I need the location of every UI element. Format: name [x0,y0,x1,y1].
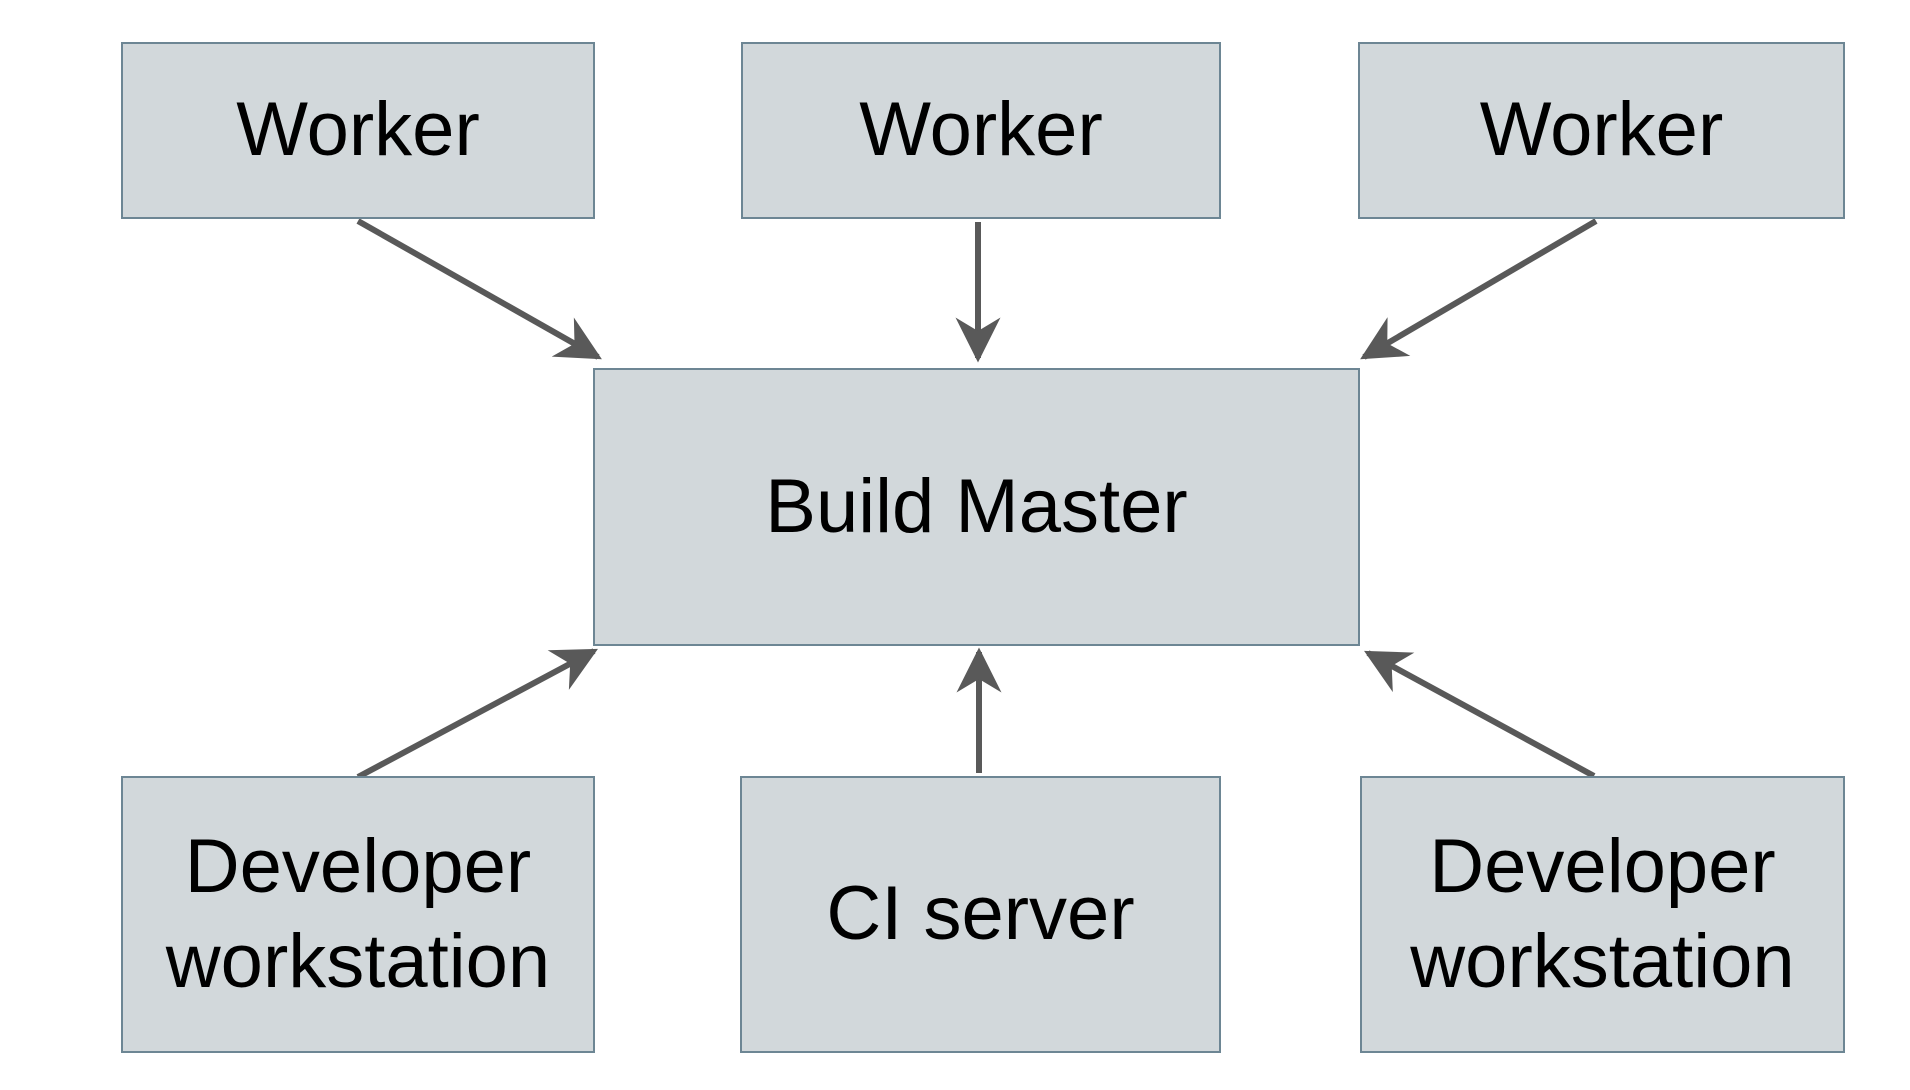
node-worker-2: Worker [741,42,1221,219]
node-worker-1: Worker [121,42,595,219]
node-worker-3: Worker [1358,42,1845,219]
arrow-dev-left-to-build-master [356,648,598,780]
node-developer-workstation-left: Developer workstation [121,776,595,1053]
arrow-dev-right-to-build-master [1364,650,1596,779]
node-build-master-label: Build Master [765,463,1188,549]
arrow-worker3-to-build-master [1360,218,1598,360]
node-ci-server-label: CI server [826,871,1135,957]
node-developer-workstation-right: Developer workstation [1360,776,1845,1053]
node-ci-server: CI server [740,776,1221,1053]
node-worker-3-label: Worker [1479,87,1724,173]
node-build-master: Build Master [593,368,1360,646]
node-developer-workstation-left-label: Developer workstation [165,824,551,1004]
node-worker-1-label: Worker [236,87,480,173]
node-developer-workstation-right-label: Developer workstation [1410,824,1795,1004]
node-worker-2-label: Worker [859,87,1103,173]
arrow-worker1-to-build-master [356,218,602,360]
